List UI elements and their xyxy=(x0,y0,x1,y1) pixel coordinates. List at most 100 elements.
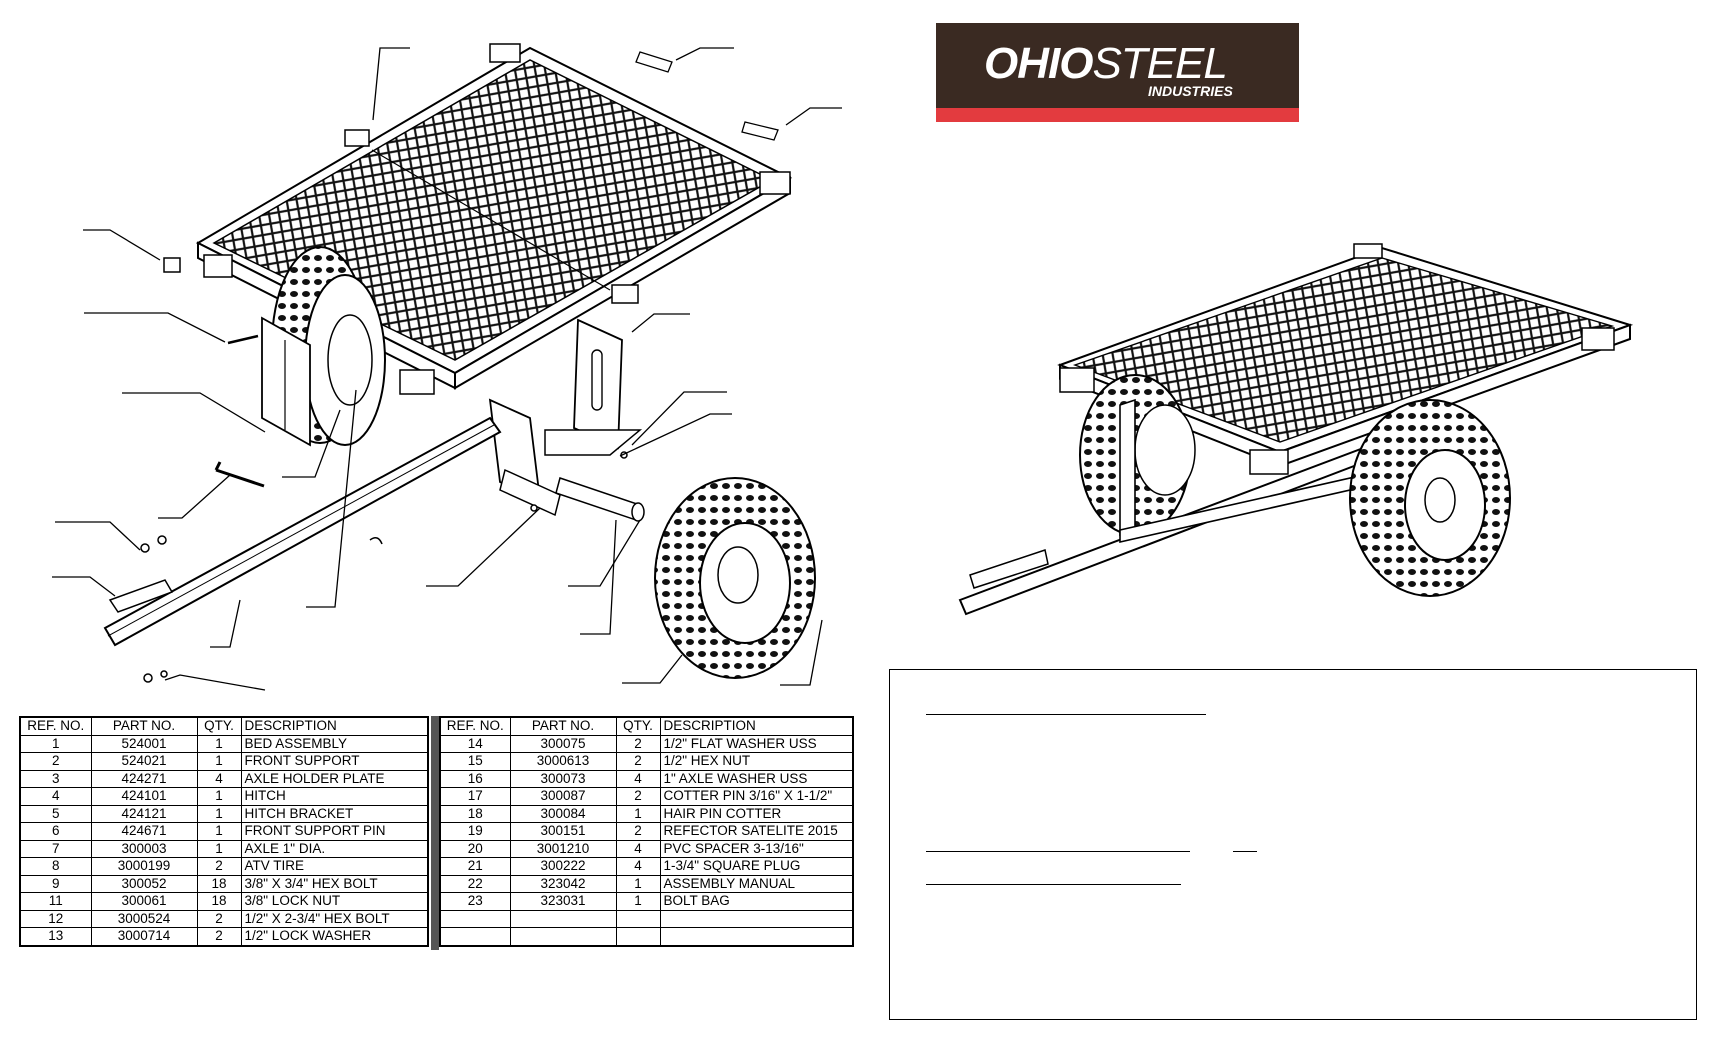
cell-part-no: 300151 xyxy=(509,822,617,841)
cell-part-no: 424671 xyxy=(90,822,198,841)
cell-description: REFECTOR SATELITE 2015 xyxy=(659,822,854,841)
header-ref-no: REF. NO. xyxy=(439,716,511,736)
cell-ref-no: 22 xyxy=(439,874,511,893)
header-description: DESCRIPTION xyxy=(659,716,854,736)
cell-part-no: 300084 xyxy=(509,804,617,823)
cell-qty: 2 xyxy=(615,734,661,753)
cell-part-no: 3000714 xyxy=(90,927,198,946)
cell-ref-no: 21 xyxy=(439,857,511,876)
cell-qty: 4 xyxy=(615,839,661,858)
header-part-no: PART NO. xyxy=(509,716,617,736)
cell-qty: 4 xyxy=(615,857,661,876)
cell-qty: 18 xyxy=(196,892,242,911)
cell-qty: 2 xyxy=(196,909,242,928)
cell-ref-no: 2 xyxy=(19,752,92,771)
cell-description: 1/2" HEX NUT xyxy=(659,752,854,771)
cell-description: 1/2" X 2-3/4" HEX BOLT xyxy=(240,909,429,928)
cell-ref-no: 8 xyxy=(19,857,92,876)
cell-qty: 1 xyxy=(196,804,242,823)
cell-description: HAIR PIN COTTER xyxy=(659,804,854,823)
cell-ref-no: 9 xyxy=(19,874,92,893)
header-part-no: PART NO. xyxy=(90,716,198,736)
cell-part-no: 3000613 xyxy=(509,752,617,771)
cell-part-no: 323042 xyxy=(509,874,617,893)
cell-ref-no: 12 xyxy=(19,909,92,928)
atv-tire-front xyxy=(654,477,816,679)
cell-ref-no: 18 xyxy=(439,804,511,823)
logo-stripe xyxy=(936,108,1299,122)
callout-leaders xyxy=(52,47,842,691)
cell-description: FRONT SUPPORT xyxy=(240,752,429,771)
cell-description: COTTER PIN 3/16" X 1-1/2" xyxy=(659,787,854,806)
cell-part-no: 3001210 xyxy=(509,839,617,858)
logo-wordmark: OHIOSTEEL xyxy=(984,39,1228,88)
info-box xyxy=(889,669,1697,1020)
cell-ref-no: 15 xyxy=(439,752,511,771)
cell-qty: 4 xyxy=(196,769,242,788)
cell-qty: 1 xyxy=(615,804,661,823)
cell-qty: 18 xyxy=(196,874,242,893)
assembled-front-tire xyxy=(1349,399,1511,597)
exploded-view-drawing xyxy=(52,43,842,691)
cell-ref-no: 23 xyxy=(439,892,511,911)
cell-part-no: 300087 xyxy=(509,787,617,806)
cell-description: BED ASSEMBLY xyxy=(240,734,429,753)
axle-holder-plate xyxy=(261,316,311,447)
cell-part-no: 300073 xyxy=(509,769,617,788)
cell-ref-no xyxy=(439,909,511,928)
cell-qty: 2 xyxy=(196,857,242,876)
cell-description xyxy=(659,927,854,946)
hitch xyxy=(103,416,502,647)
cell-qty: 1 xyxy=(615,892,661,911)
cell-qty: 1 xyxy=(196,839,242,858)
cell-description: ASSEMBLY MANUAL xyxy=(659,874,854,893)
cell-description: 1" AXLE WASHER USS xyxy=(659,769,854,788)
table-row xyxy=(439,927,854,946)
cell-ref-no: 5 xyxy=(19,804,92,823)
cell-part-no: 300003 xyxy=(90,839,198,858)
cell-part-no xyxy=(509,909,617,928)
cell-description: AXLE HOLDER PLATE xyxy=(240,769,429,788)
cell-description: 1/2" FLAT WASHER USS xyxy=(659,734,854,753)
assembled-view-drawing xyxy=(958,243,1634,616)
cell-description: 1/2" LOCK WASHER xyxy=(240,927,429,946)
cell-description: HITCH BRACKET xyxy=(240,804,429,823)
front-support xyxy=(544,318,643,456)
signature-line-2 xyxy=(926,851,1190,852)
cell-part-no: 424271 xyxy=(90,769,198,788)
cell-part-no xyxy=(509,927,617,946)
cell-ref-no: 13 xyxy=(19,927,92,946)
cell-ref-no: 14 xyxy=(439,734,511,753)
cell-description: HITCH xyxy=(240,787,429,806)
cell-ref-no: 1 xyxy=(19,734,92,753)
cell-ref-no: 7 xyxy=(19,839,92,858)
cell-qty: 1 xyxy=(615,874,661,893)
table-row xyxy=(439,909,854,928)
signature-line-3 xyxy=(1233,851,1257,852)
cell-qty: 4 xyxy=(615,769,661,788)
cell-ref-no: 4 xyxy=(19,787,92,806)
cell-part-no: 424121 xyxy=(90,804,198,823)
cell-description: FRONT SUPPORT PIN xyxy=(240,822,429,841)
header-ref-no: REF. NO. xyxy=(19,716,92,736)
cell-ref-no: 20 xyxy=(439,839,511,858)
cell-qty xyxy=(615,927,661,946)
cell-ref-no: 6 xyxy=(19,822,92,841)
cell-part-no: 3000524 xyxy=(90,909,198,928)
table-header-row: REF. NO. PART NO. QTY. DESCRIPTION xyxy=(19,716,429,736)
